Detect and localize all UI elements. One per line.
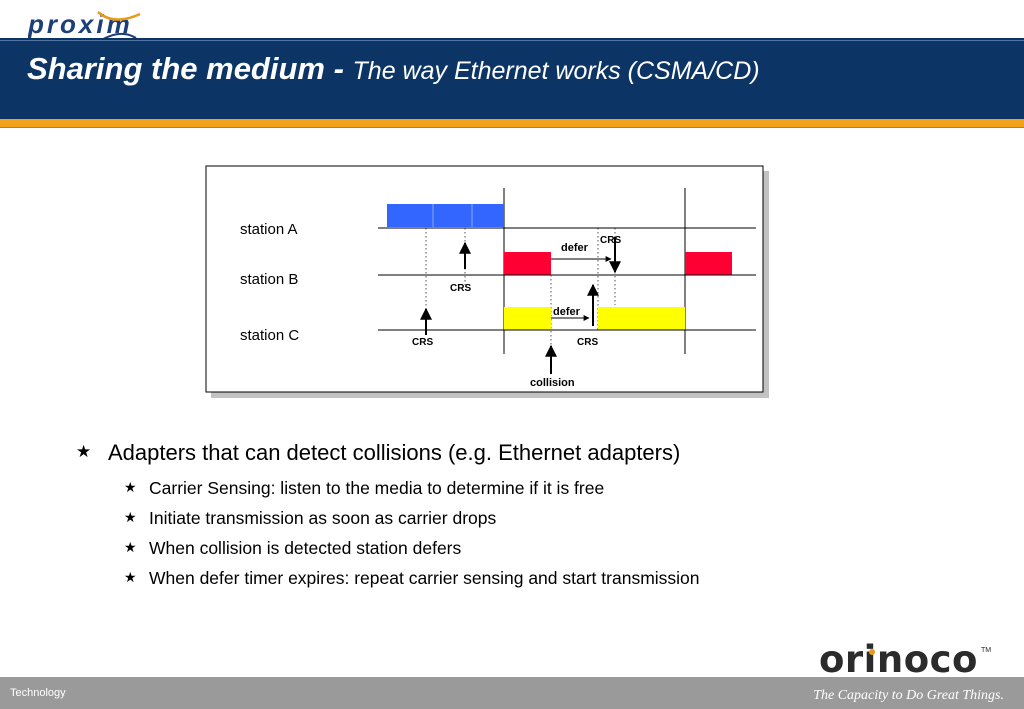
station-b-frame-1 bbox=[504, 252, 551, 275]
orinoco-logo-text: orinoco bbox=[819, 640, 978, 680]
collision-label: collision bbox=[530, 377, 575, 389]
bullet-main-text: Adapters that can detect collisions (e.g… bbox=[108, 440, 681, 465]
title-bar bbox=[0, 38, 1024, 120]
footer-tagline: The Capacity to Do Great Things. bbox=[813, 688, 1004, 703]
crs-label-c-2: CRS bbox=[577, 337, 598, 348]
crs-label-b: CRS bbox=[450, 283, 471, 294]
proxim-logo: proxim bbox=[28, 9, 141, 43]
star-bullet-icon: ★ bbox=[124, 479, 137, 495]
station-label-a: station A bbox=[240, 221, 298, 238]
star-bullet-icon: ★ bbox=[76, 442, 92, 461]
star-bullet-icon: ★ bbox=[124, 539, 137, 555]
page-title: Sharing the medium - The way Ethernet wo… bbox=[27, 51, 760, 87]
station-b-frame-2 bbox=[685, 252, 732, 275]
orinoco-logo-dot bbox=[869, 649, 875, 655]
proxim-logo-text: proxim bbox=[28, 9, 133, 39]
crs-label-a: CRS bbox=[600, 235, 621, 246]
title-stripe bbox=[0, 119, 1024, 127]
orinoco-logo: orinoco TM bbox=[819, 640, 991, 680]
star-bullet-icon: ★ bbox=[124, 569, 137, 585]
orinoco-tm: TM bbox=[981, 647, 991, 654]
station-c-frame-2 bbox=[598, 307, 685, 330]
title-subtitle: The way Ethernet works (CSMA/CD) bbox=[352, 57, 760, 85]
footer-section-label: Technology bbox=[10, 687, 66, 699]
star-bullet-icon: ★ bbox=[124, 509, 137, 525]
diagram-frame bbox=[205, 165, 764, 393]
station-label-c: station C bbox=[240, 327, 299, 344]
title-main: Sharing the medium - bbox=[27, 51, 353, 86]
station-label-b: station B bbox=[240, 271, 298, 288]
station-a-frame bbox=[387, 204, 504, 227]
defer-label-b: defer bbox=[561, 242, 589, 254]
defer-label-c: defer bbox=[553, 306, 581, 318]
station-c-frame-1 bbox=[504, 307, 551, 330]
footer-bar: Technology The Capacity to Do Great Thin… bbox=[0, 677, 1024, 709]
crs-label-c-1: CRS bbox=[412, 337, 433, 348]
csma-cd-diagram: station A station B station C CRS defer … bbox=[205, 165, 769, 398]
